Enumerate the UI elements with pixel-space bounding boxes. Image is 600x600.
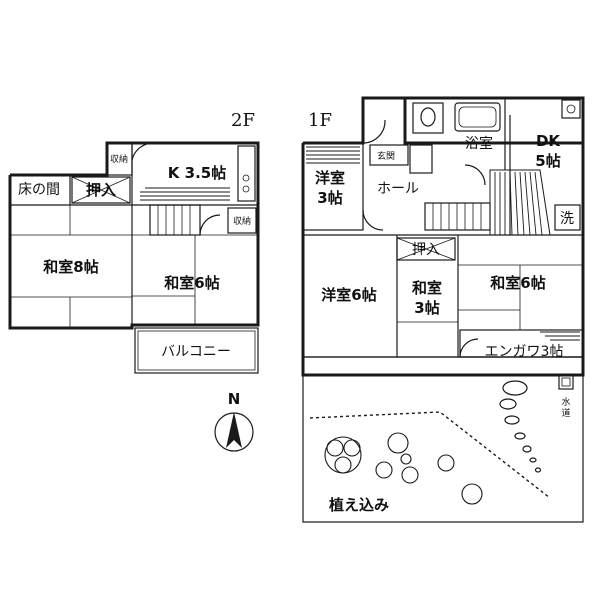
label-shuno-top: 収納 (110, 153, 128, 165)
toilet-box (412, 102, 444, 134)
compass: N (214, 390, 254, 452)
stairs-1f-box (424, 202, 491, 231)
kitchen-counter (237, 145, 256, 202)
label-tokonoma: 床の間 (18, 182, 60, 198)
oshiire-1f-cross-b (396, 237, 456, 261)
oshiire-cross-b (71, 176, 131, 204)
washitsu6-tatami (132, 234, 258, 325)
label-washitsu3-name: 和室 (412, 279, 442, 297)
dk-sink-top (561, 99, 581, 119)
toilet-bowl-icon (420, 107, 436, 127)
shoe-closet (409, 144, 433, 174)
balcony-box (134, 327, 259, 374)
label-oshiire-1f: 押入 (412, 242, 440, 258)
label-suido-2: 道 (561, 407, 570, 419)
label-suido-1: 水 (561, 396, 570, 408)
suido-inner (561, 377, 571, 387)
bath-door-swing (464, 164, 486, 186)
label-oshiire-2f: 押入 (86, 181, 116, 199)
label-engawa: エンガワ3帖 (485, 344, 564, 360)
label-shuno-mid: 収納 (233, 215, 251, 227)
stepping-stones (499, 380, 542, 473)
floor-label-1f: 1F (308, 110, 332, 131)
yoshitsu3-hatch (306, 146, 360, 164)
garden-box (302, 356, 584, 523)
bathtub-inner (458, 106, 497, 128)
shuno-mid-box (227, 207, 257, 234)
label-washitsu8: 和室8帖 (43, 258, 98, 276)
stairs-1f (424, 202, 491, 231)
label-yoshitsu3-size: 3帖 (317, 189, 342, 207)
compass-arrow-icon (226, 412, 242, 448)
label-washitsu6-1f: 和室6帖 (490, 274, 545, 292)
stairs-2f-box (149, 204, 201, 236)
washitsu8-tatami (10, 205, 132, 328)
entry-door-swing (362, 119, 386, 144)
label-washitsu6-2f: 和室6帖 (164, 274, 219, 292)
oshiire-box-1f (396, 237, 456, 261)
compass-north-label: N (228, 390, 241, 408)
label-washitsu3-size: 3帖 (414, 299, 439, 317)
stove-burner-a (242, 174, 250, 182)
label-yoshitsu6: 洋室6帖 (321, 286, 376, 304)
genkan-box (369, 144, 409, 166)
label-dk-name: DK (536, 132, 561, 150)
label-hall: ホール (377, 181, 419, 197)
first-floor-plan (301, 96, 585, 523)
label-balcony: バルコニー (161, 344, 231, 360)
engawa-door-swing (459, 338, 479, 358)
bathtub (454, 102, 501, 132)
second-floor-plan (8, 141, 260, 374)
floor-label-2f: 2F (231, 110, 255, 131)
garden-bushes (324, 432, 483, 505)
dk-burner (566, 104, 576, 114)
suido-box (558, 374, 574, 390)
sen-box (554, 204, 581, 231)
stove-burner-b (242, 185, 250, 193)
label-genkan: 玄関 (377, 150, 395, 162)
engawa-hatch (540, 331, 580, 341)
label-garden: 植え込み (329, 496, 389, 514)
yoshitsu3-door-swing (362, 209, 384, 231)
label-dk-size: 5帖 (535, 152, 560, 170)
label-yoshitsu3-name: 洋室 (315, 169, 345, 187)
stairs-2f (149, 204, 201, 236)
dk-hatch (489, 169, 551, 236)
oshiire-box-2f (71, 176, 131, 204)
balcony-inner (137, 330, 256, 371)
kitchen-hatch (140, 187, 230, 201)
label-sen: 洗 (560, 211, 574, 227)
washitsu6-door-swing (199, 214, 221, 236)
washitsu6-1f-tatami (458, 264, 583, 330)
label-kitchen: K 3.5帖 (168, 164, 226, 182)
bath-block-wall (403, 96, 585, 145)
yoshitsu3-box (302, 142, 364, 231)
garden-dashed-border (309, 411, 551, 499)
label-yokushitsu: 浴室 (465, 135, 493, 152)
kitchen-door-swing (131, 142, 155, 161)
